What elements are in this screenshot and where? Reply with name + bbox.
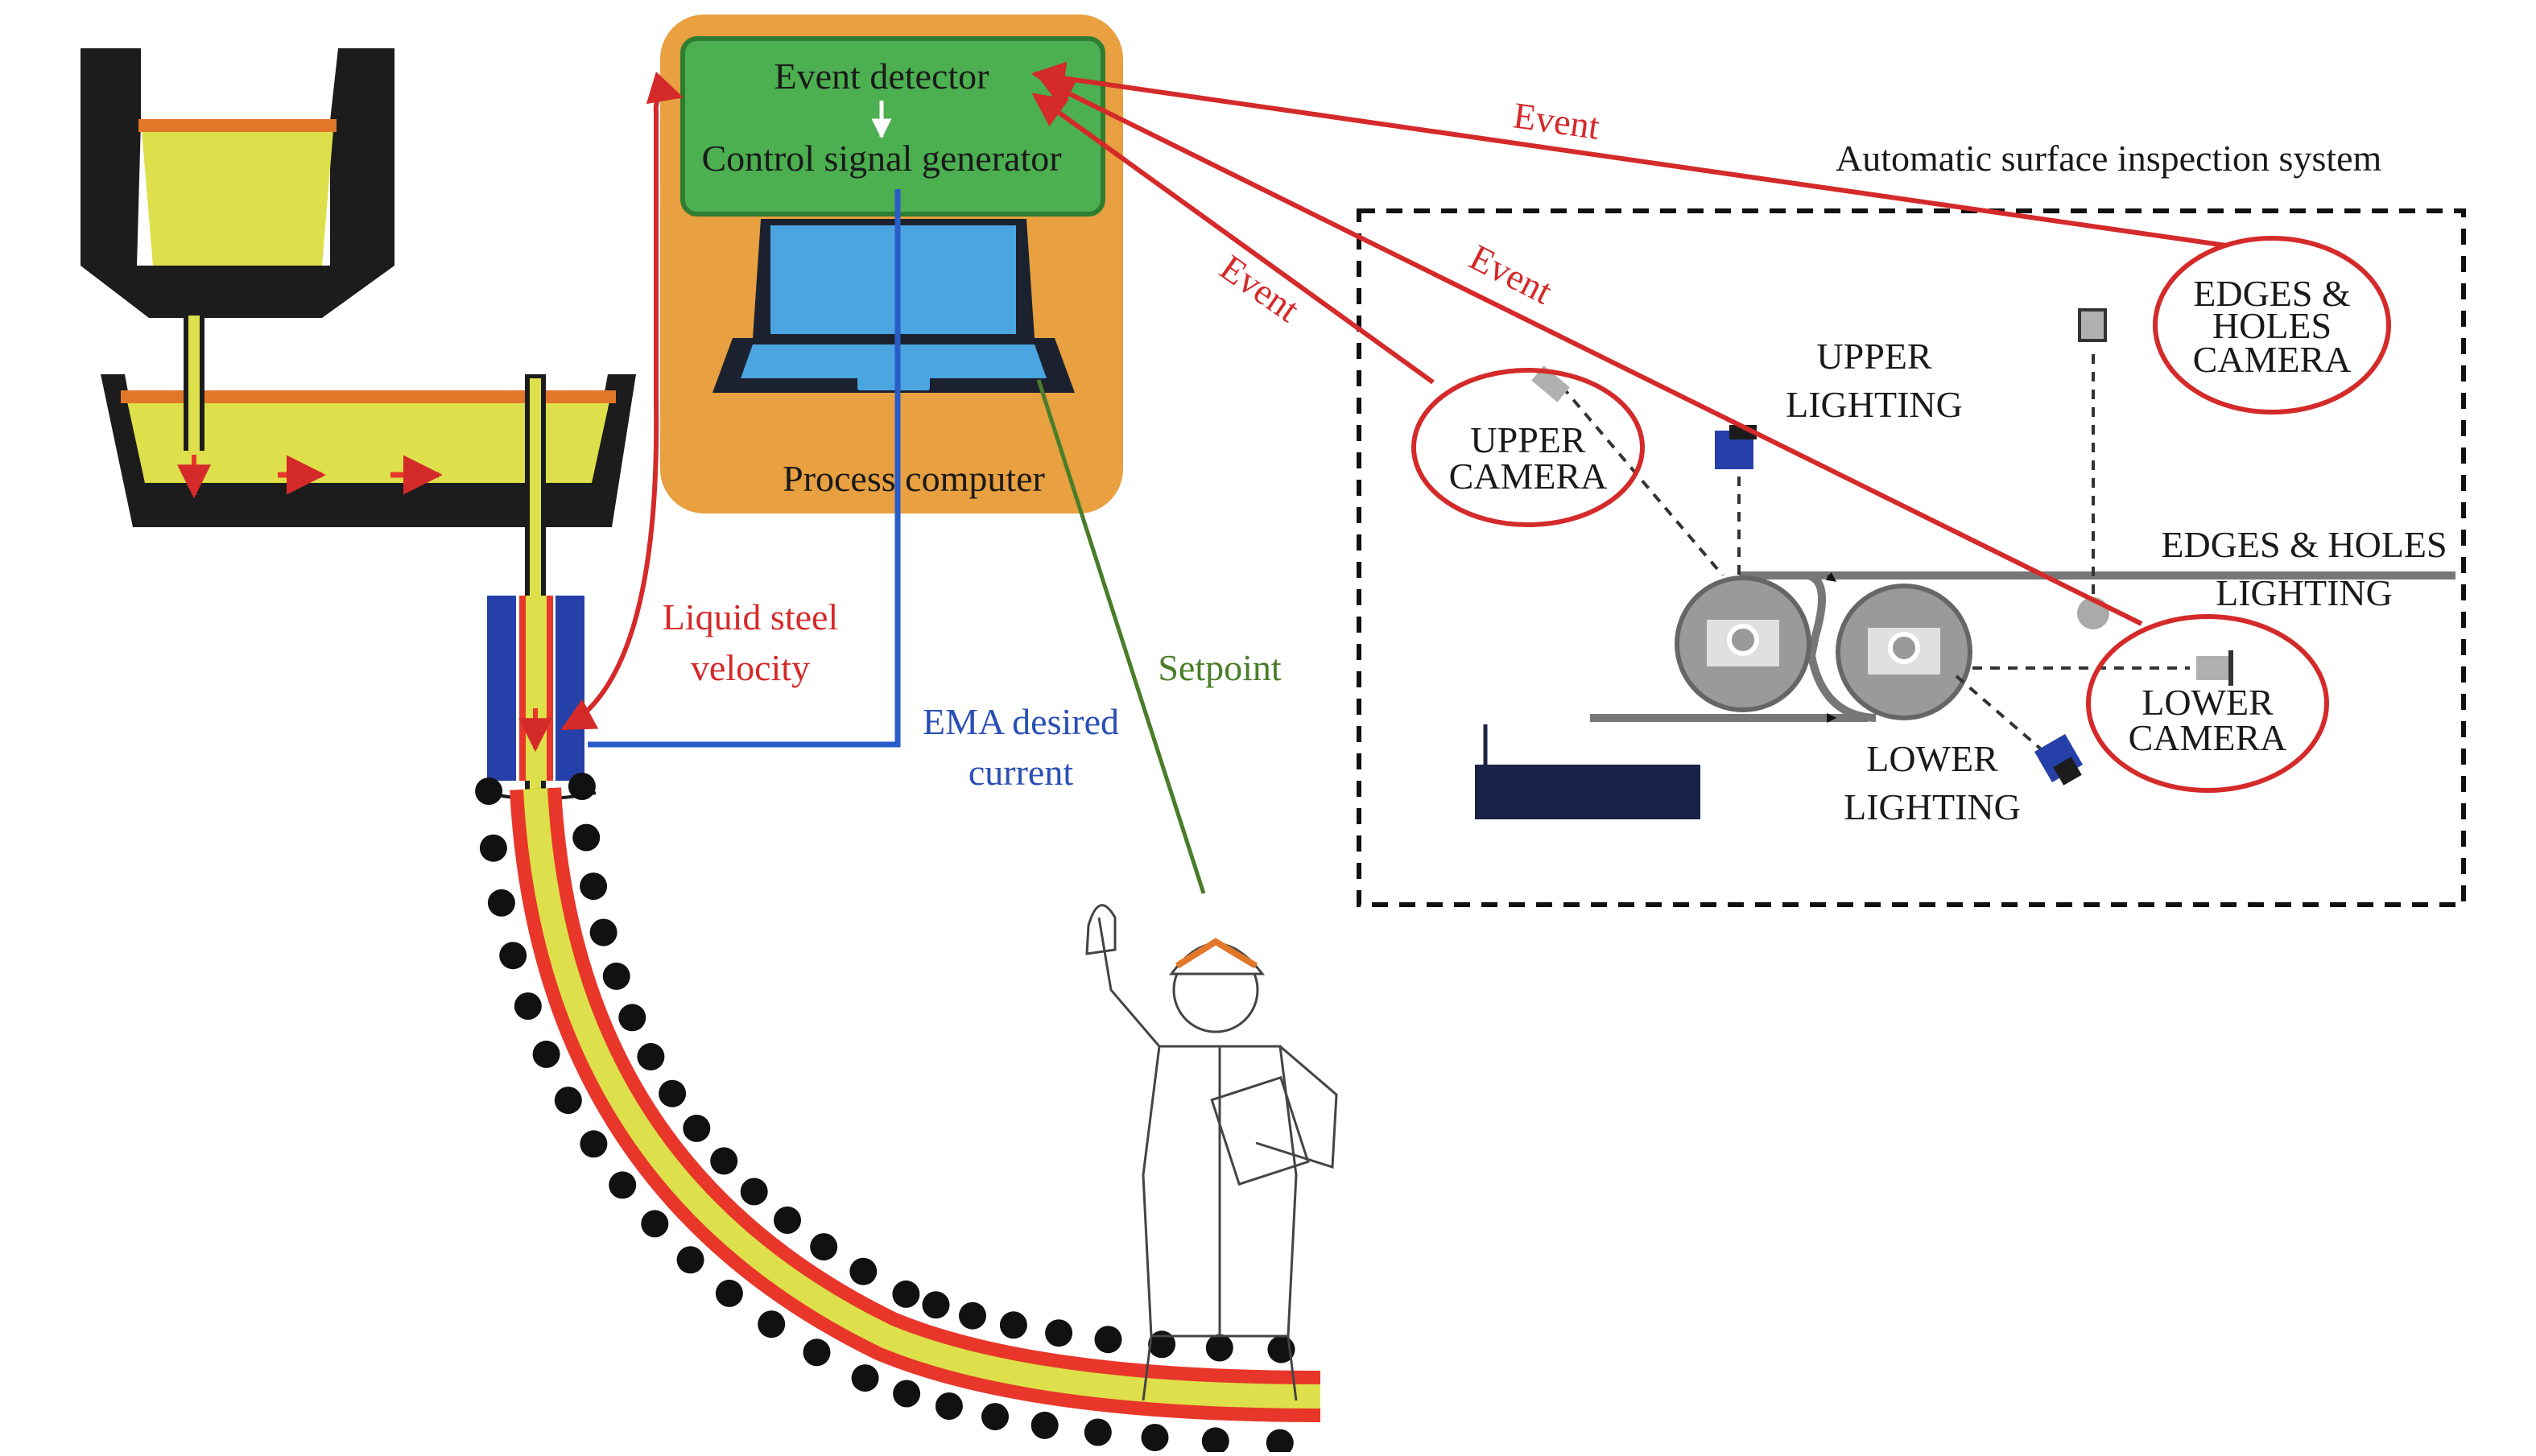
operator-illustration [1085,904,1338,1401]
guide-roll [475,777,503,805]
guide-rolls [475,773,1295,1456]
edges-holes-camera-icon [2078,308,2107,342]
event-label-1: Event [1511,94,1603,146]
edges-lighting-label-1: EDGES & HOLES [2161,524,2447,565]
laptop-icon [712,219,1075,393]
guide-roll [1205,1334,1233,1362]
guide-roll [710,1147,738,1175]
guide-roll [999,1311,1027,1339]
upper-camera-ellipse: UPPER CAMERA [1411,368,1645,527]
edges-camera-ellipse: EDGES & HOLES CAMERA [2153,236,2391,415]
guide-roll [572,823,601,852]
event-arrows [1031,61,2227,626]
liquid-steel-label-1: Liquid steel [663,596,838,637]
upper-camera-label-1: UPPER [1470,419,1585,460]
setpoint-signal [1036,379,1206,894]
guide-roll [641,1210,669,1238]
guide-roll [602,962,630,990]
guide-roll [514,992,542,1020]
guide-roll [659,1079,687,1107]
guide-roll [1201,1427,1229,1455]
guide-roll [740,1178,768,1206]
guide-roll [849,1257,878,1285]
guide-roll [935,1392,963,1420]
guide-roll [1094,1326,1122,1354]
guide-roll [479,834,507,862]
ema-label-1: EMA desired [923,701,1119,742]
guide-roll [618,1004,646,1032]
guide-roll [580,872,608,901]
event-label-3: Event [1463,236,1559,311]
guide-roll [532,1040,560,1068]
guide-roll [1031,1411,1059,1439]
guide-roll [981,1403,1009,1431]
guide-roll [922,1291,950,1319]
edges-camera-label-3: CAMERA [2193,339,2352,380]
upper-lighting-label-2: LIGHTING [1786,384,1963,425]
steel-strand [510,787,1321,1422]
guide-roll [568,773,596,800]
guide-roll [609,1171,637,1199]
guide-roll [810,1233,838,1261]
guide-roll [683,1114,711,1142]
guide-roll [589,918,617,947]
guide-roll [554,1087,582,1115]
tundish [101,374,636,527]
inspection-title: Automatic surface inspection system [1836,138,2382,179]
lower-lighting-label-1: LOWER [1866,738,1998,779]
setpoint-label: Setpoint [1158,647,1282,688]
lower-lighting-icon [2034,733,2084,786]
edges-camera-label-1: EDGES & [2193,273,2351,314]
guide-roll [637,1042,665,1070]
guide-roll [959,1301,986,1330]
guide-roll [1148,1330,1176,1359]
ema-current-signal [588,189,901,748]
guide-roll [715,1279,743,1307]
guide-roll [499,942,527,970]
inspection-system: Automatic surface inspection system [1357,138,2466,907]
process-computer-label: Process computer [783,458,1045,499]
guide-roll [676,1246,704,1274]
guide-roll [1045,1319,1073,1347]
dark-block [1475,765,1700,819]
upper-camera-label-2: CAMERA [1449,456,1608,497]
guide-roll [1141,1424,1169,1451]
guide-roll [1266,1429,1294,1456]
guide-roll [1084,1418,1112,1446]
guide-roll [893,1380,921,1408]
process-computer: Event detector Control signal generator … [660,14,1123,514]
liquid-steel-label-2: velocity [691,647,810,688]
upper-lighting-icon [1715,425,1757,469]
edges-lighting-label-2: LIGHTING [2216,572,2393,613]
upper-camera-icon [1531,365,1570,402]
control-signal-generator-label: Control signal generator [701,138,1061,179]
lower-camera-label-2: CAMERA [2129,717,2287,758]
event-detector-label: Event detector [774,56,989,97]
guide-roll [487,889,515,917]
liquid-steel-velocity-signal [560,71,684,731]
guide-roll [803,1338,831,1367]
edges-camera-label-2: HOLES [2212,305,2332,346]
guide-roll [758,1310,786,1338]
lower-camera-ellipse: LOWER CAMERA [2086,614,2329,793]
guide-roll [892,1280,920,1308]
guide-roll [580,1130,608,1158]
lower-lighting-label-2: LIGHTING [1844,786,2021,827]
guide-roll [851,1364,879,1392]
conveyor [1590,571,2455,723]
lower-camera-icon [2196,650,2233,686]
lower-camera-label-1: LOWER [2142,682,2274,723]
upper-lighting-label-1: UPPER [1816,336,1931,377]
ema-label-2: current [969,752,1073,793]
guide-roll [774,1206,801,1234]
